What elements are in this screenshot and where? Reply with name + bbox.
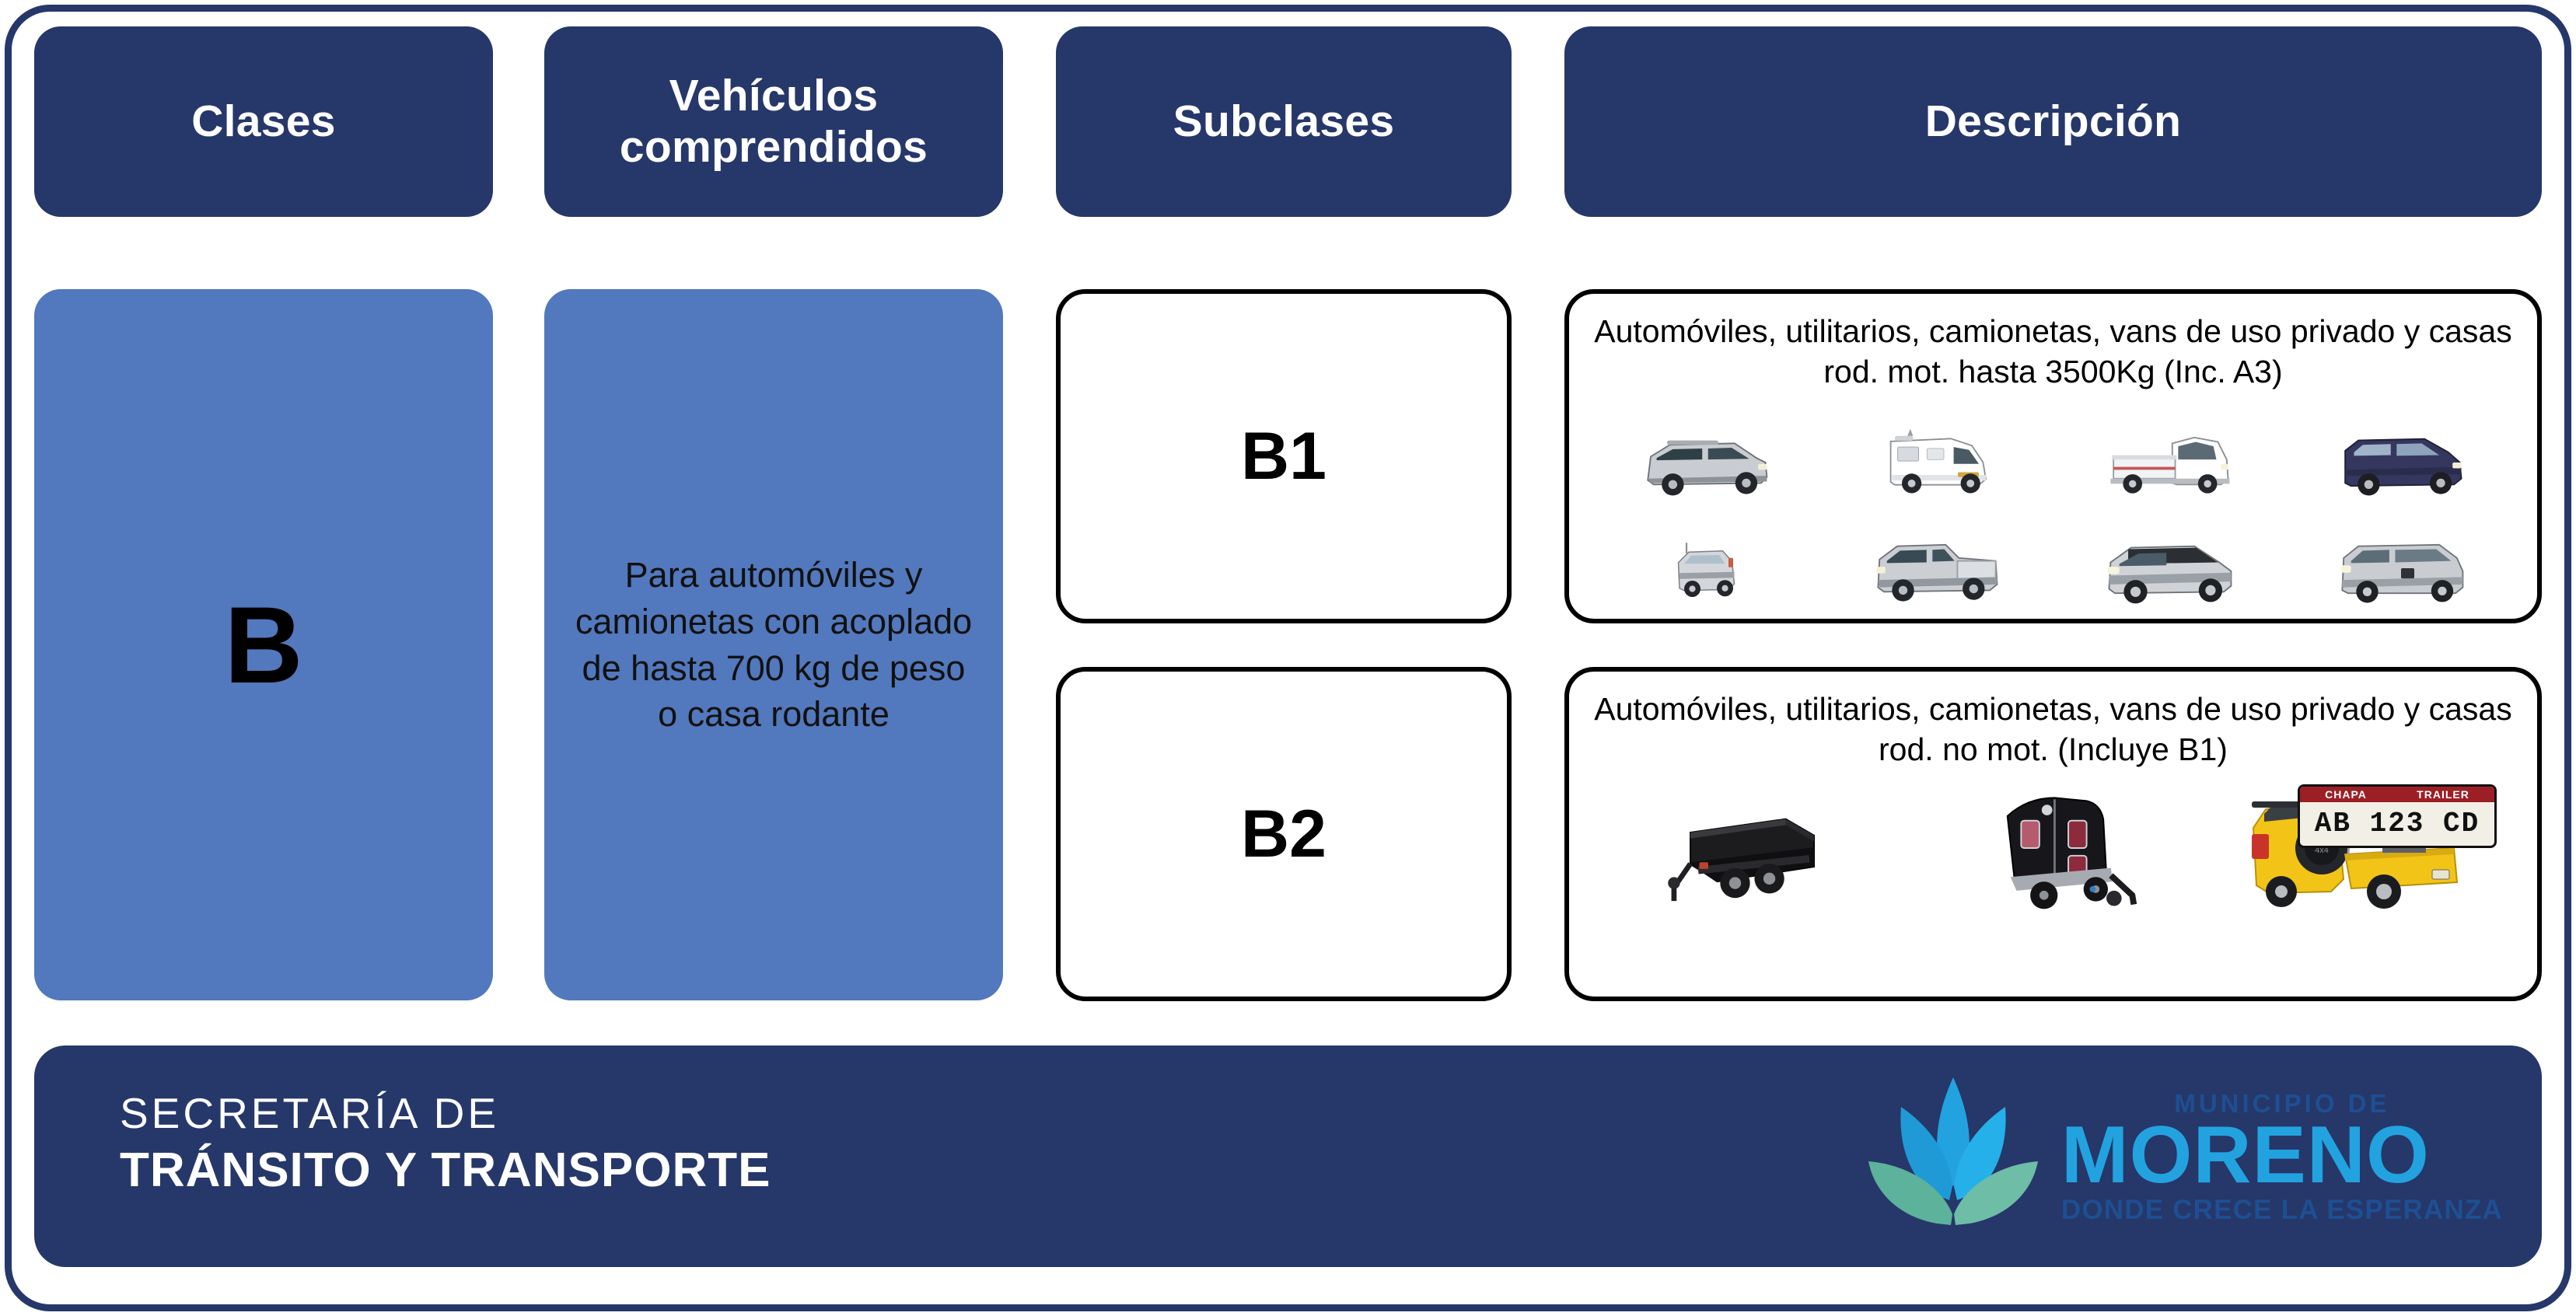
vehicle-image-grid-b2: 4x4 xyxy=(1589,775,2517,930)
header-cell-descripcion: Descripción xyxy=(1564,26,2542,217)
header-label-subclases: Subclases xyxy=(1173,96,1395,146)
subclass-code-b1: B1 xyxy=(1241,419,1326,494)
logo-wordmark: MUNICIPIO DE MORENO DONDE CRECE LA ESPER… xyxy=(2061,1091,2503,1223)
logo-text-slogan: DONDE CRECE LA ESPERANZA xyxy=(2060,1194,2503,1225)
description-text-b1: Automóviles, utilitarios, camionetas, va… xyxy=(1594,313,2512,390)
vehicles-included-text: Para automóviles y camionetas con acopla… xyxy=(575,554,973,735)
subclass-box-b1: B1 xyxy=(1056,289,1512,623)
svg-text:4x4: 4x4 xyxy=(2315,846,2329,855)
description-box-b2: Automóviles, utilitarios, camionetas, va… xyxy=(1564,667,2542,1001)
logo-text-municipio: MUNICIPIO DE xyxy=(2174,1089,2390,1119)
table-header-row: Clases Vehículos comprendidos Subclases … xyxy=(0,26,2576,217)
footer-department-text: SECRETARÍA DE TRÁNSITO Y TRANSPORTE xyxy=(120,1089,771,1199)
subclass-code-b2: B2 xyxy=(1241,797,1326,871)
utility-trailer-black-icon xyxy=(1605,775,1883,923)
enclosed-trailer-black-icon xyxy=(1914,775,2193,923)
logo-text-moreno: MORENO xyxy=(2060,1110,2430,1201)
header-label-vehiculos: Vehículos comprendidos xyxy=(619,70,928,172)
header-cell-vehiculos: Vehículos comprendidos xyxy=(544,26,1003,217)
suv-silver-icon xyxy=(1599,420,1812,504)
crossover-suv-silver-icon xyxy=(2062,527,2275,611)
subclass-box-b2: B2 xyxy=(1056,667,1512,1001)
table-body-row-class-b: B Para automóviles y camionetas con acop… xyxy=(0,289,2576,1001)
footer-bar: SECRETARÍA DE TRÁNSITO Y TRANSPORTE xyxy=(34,1045,2542,1267)
microcar-smart-silver-icon xyxy=(1599,527,1812,611)
mini-flatbed-truck-white-icon xyxy=(2062,420,2275,504)
header-label-clases: Clases xyxy=(191,96,336,146)
plate-number: AB 123 CD xyxy=(2314,808,2480,840)
motorhome-van-white-icon xyxy=(1830,420,2043,504)
description-box-b1: Automóviles, utilitarios, camionetas, va… xyxy=(1564,289,2542,623)
plate-label-trailer: TRAILER xyxy=(2417,787,2469,801)
municipality-logo: MUNICIPIO DE MORENO DONDE CRECE LA ESPER… xyxy=(1850,1066,2503,1248)
vehicles-included-cell: Para automóviles y camionetas con acopla… xyxy=(544,289,1003,1000)
class-letter-b: B xyxy=(224,583,303,706)
b2-image-area: 4x4 xyxy=(1589,770,2517,989)
cargo-van-silver-icon xyxy=(2295,527,2508,611)
vehicle-image-grid-b1 xyxy=(1589,397,2517,611)
license-plate-callout: CHAPA TRAILER AB 123 CD xyxy=(2298,784,2497,848)
header-label-descripcion: Descripción xyxy=(1924,96,2182,146)
pickup-doublecab-silver-icon xyxy=(1830,527,2043,611)
footer-line-secretaria: SECRETARÍA DE xyxy=(120,1089,500,1137)
description-text-b2: Automóviles, utilitarios, camionetas, va… xyxy=(1594,691,2512,768)
minivan-darkblue-icon xyxy=(2295,420,2508,504)
header-cell-subclases: Subclases xyxy=(1056,26,1512,217)
plate-label-chapa: CHAPA xyxy=(2325,787,2367,801)
class-cell-b: B xyxy=(34,289,493,1000)
header-cell-clases: Clases xyxy=(34,26,493,217)
footer-line-transito: TRÁNSITO Y TRANSPORTE xyxy=(120,1143,771,1198)
leaf-plant-icon xyxy=(1856,1070,2050,1244)
plate-header: CHAPA TRAILER xyxy=(2300,786,2494,802)
